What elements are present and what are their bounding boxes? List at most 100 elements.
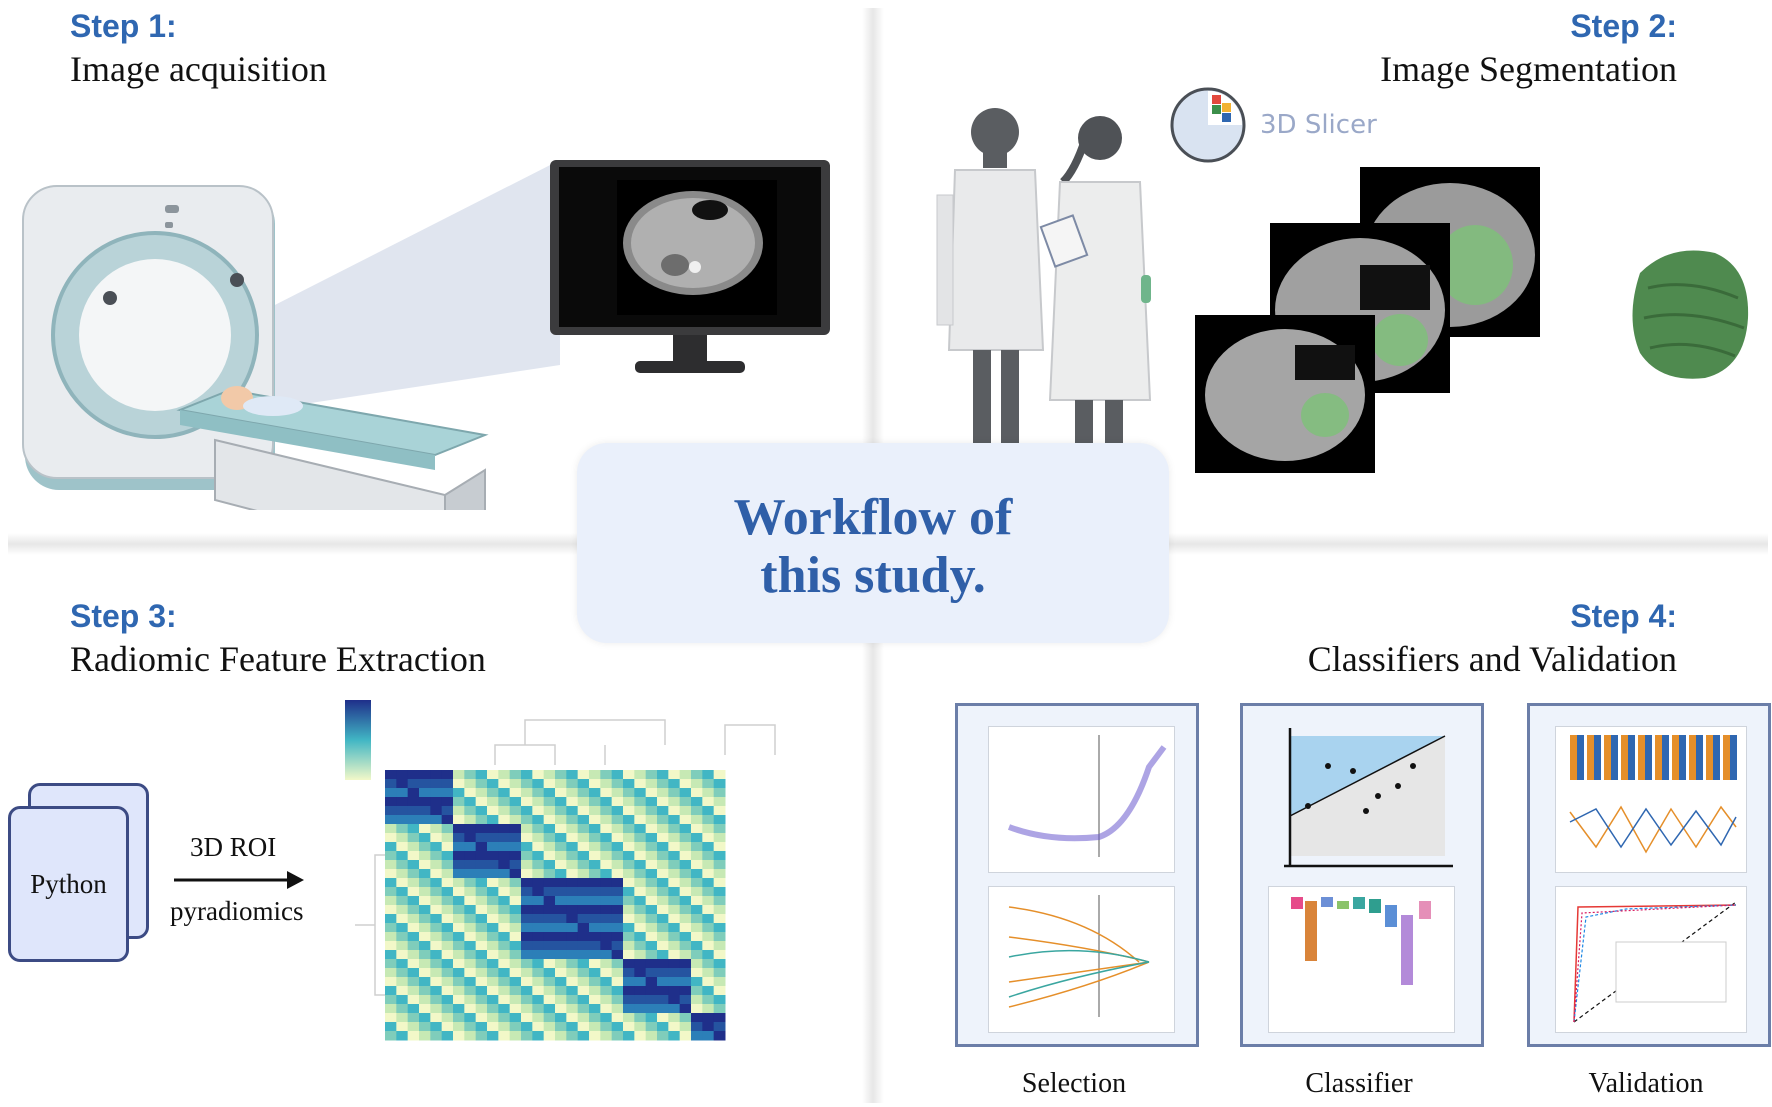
correlation-heatmap — [345, 700, 776, 1041]
heatmap-cell — [487, 905, 499, 915]
heatmap-cell — [532, 1013, 545, 1023]
heatmap-cell — [691, 1022, 703, 1032]
heatmap-cell — [713, 869, 726, 879]
heatmap-cell — [407, 995, 420, 1005]
heatmap-cell — [385, 797, 397, 807]
heatmap-cell — [532, 905, 545, 915]
heatmap-cell — [577, 905, 590, 915]
heatmap-cell — [566, 941, 579, 951]
bar-test — [1577, 735, 1584, 780]
heatmap-cell — [543, 950, 556, 960]
heatmap-cell — [396, 968, 409, 978]
heatmap-cell — [679, 797, 692, 807]
heatmap-cell — [532, 833, 545, 843]
heatmap-cell — [498, 878, 511, 888]
heatmap-cell — [419, 887, 431, 897]
heatmap-cell — [589, 842, 601, 852]
heatmap-cell — [543, 923, 556, 933]
heatmap-cell — [577, 941, 590, 951]
workflow-title-box: Workflow of this study. — [577, 443, 1169, 643]
heatmap-cell — [600, 824, 613, 834]
heatmap-cell — [691, 824, 703, 834]
bar-train — [1570, 735, 1577, 780]
heatmap-cell — [668, 788, 681, 798]
heatmap-cell — [566, 1031, 579, 1041]
heatmap-cell — [589, 959, 601, 969]
heatmap-cell — [509, 815, 522, 825]
heatmap-cell — [441, 869, 454, 879]
heatmap-cell — [566, 968, 579, 978]
heatmap-cell — [453, 815, 465, 825]
heatmap-cell — [407, 788, 420, 798]
heatmap-cell — [464, 1004, 477, 1014]
heatmap-cell — [691, 788, 703, 798]
heatmap-cell — [475, 788, 488, 798]
heatmap-cell — [487, 770, 499, 780]
heatmap-cell — [611, 833, 624, 843]
heatmap-cell — [487, 797, 499, 807]
heatmap-cell — [464, 896, 477, 906]
heatmap-cell — [679, 887, 692, 897]
heatmap-cell — [532, 815, 545, 825]
heatmap-cell — [589, 797, 601, 807]
heatmap-cell — [475, 1004, 488, 1014]
heatmap-cell — [385, 986, 397, 996]
heatmap-cell — [532, 779, 545, 789]
heatmap-cell — [645, 914, 658, 924]
heatmap-cell — [679, 914, 692, 924]
heatmap-cell — [407, 914, 420, 924]
heatmap-cell — [453, 806, 465, 816]
heatmap-cell — [645, 995, 658, 1005]
heatmap-cell — [634, 779, 647, 789]
heatmap-cell — [657, 887, 669, 897]
heatmap-cell — [430, 932, 443, 942]
heatmap-cell — [464, 779, 477, 789]
heatmap-cell — [487, 1013, 499, 1023]
heatmap-cell — [475, 815, 488, 825]
heatmap-cell — [487, 950, 499, 960]
heatmap-cell — [464, 941, 477, 951]
heatmap-cell — [577, 923, 590, 933]
validation-roc-plot — [1555, 886, 1747, 1033]
heatmap-cell — [385, 869, 397, 879]
bar-test — [1645, 735, 1652, 780]
heatmap-cell — [385, 815, 397, 825]
heatmap-cell — [498, 851, 511, 861]
heatmap-cell — [509, 905, 522, 915]
heatmap-cell — [498, 1022, 511, 1032]
heatmap-cell — [577, 788, 590, 798]
bar-train — [1689, 735, 1696, 780]
heatmap-cell — [509, 932, 522, 942]
heatmap-cell — [645, 779, 658, 789]
heatmap-cell — [441, 860, 454, 870]
validation-panel — [1527, 703, 1771, 1047]
heatmap-cell — [475, 941, 488, 951]
heatmap-cell — [589, 977, 601, 987]
heatmap-cell — [589, 986, 601, 996]
heatmap-cell — [623, 950, 635, 960]
heatmap-cell — [543, 995, 556, 1005]
heatmap-cell — [555, 950, 567, 960]
heatmap-cell — [600, 977, 613, 987]
heatmap-cell — [611, 824, 624, 834]
heatmap-cell — [441, 797, 454, 807]
heatmap-cell — [407, 797, 420, 807]
heatmap-cell — [657, 1031, 669, 1041]
heatmap-cell — [509, 779, 522, 789]
heatmap-cell — [679, 833, 692, 843]
heatmap-cell — [407, 869, 420, 879]
step2-title: Image Segmentation — [1380, 49, 1677, 89]
heatmap-cell — [713, 860, 726, 870]
heatmap-cell — [453, 788, 465, 798]
heatmap-cell — [713, 878, 726, 888]
heatmap-cell — [589, 878, 601, 888]
heatmap-cell — [566, 797, 579, 807]
heatmap-cell — [691, 797, 703, 807]
heatmap-cell — [691, 896, 703, 906]
heatmap-cell — [679, 806, 692, 816]
heatmap-cell — [532, 842, 545, 852]
heatmap-cell — [407, 1031, 420, 1041]
heatmap-cell — [713, 806, 726, 816]
heatmap-cell — [634, 833, 647, 843]
heatmap-cell — [679, 1022, 692, 1032]
